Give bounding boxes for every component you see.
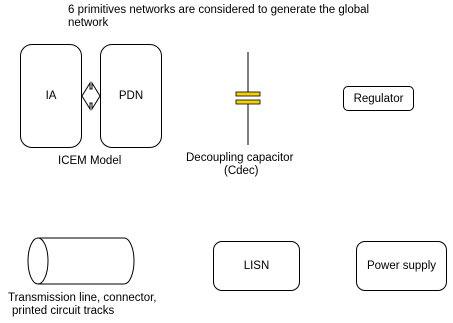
transmission-caption-line-1: Transmission line, connector, [8, 292, 157, 304]
icem-caption: ICEM Model [58, 155, 122, 167]
power-supply-block: Power supply [356, 241, 447, 291]
lisn-label: LISN [243, 260, 270, 272]
ia-block: IA [20, 44, 82, 148]
power-supply-label: Power supply [366, 260, 437, 272]
regulator-block: Regulator [343, 86, 414, 111]
pdn-block: PDN [100, 44, 162, 148]
bidirectional-arrow-icon [81, 81, 101, 111]
regulator-label: Regulator [353, 92, 404, 105]
header-line-2: network [68, 17, 109, 29]
transmission-caption-line-2: printed circuit tracks [12, 305, 115, 317]
capacitor-icon [235, 52, 261, 145]
header-line-1: 6 primitives networks are considered to … [68, 4, 370, 16]
decap-caption-line-1: Decoupling capacitor [186, 152, 294, 164]
decap-caption-line-2: (Cdec) [224, 165, 259, 177]
lisn-block: LISN [213, 241, 300, 291]
ia-label: IA [45, 90, 57, 102]
pdn-label: PDN [118, 90, 144, 102]
cylinder-icon [27, 237, 135, 285]
